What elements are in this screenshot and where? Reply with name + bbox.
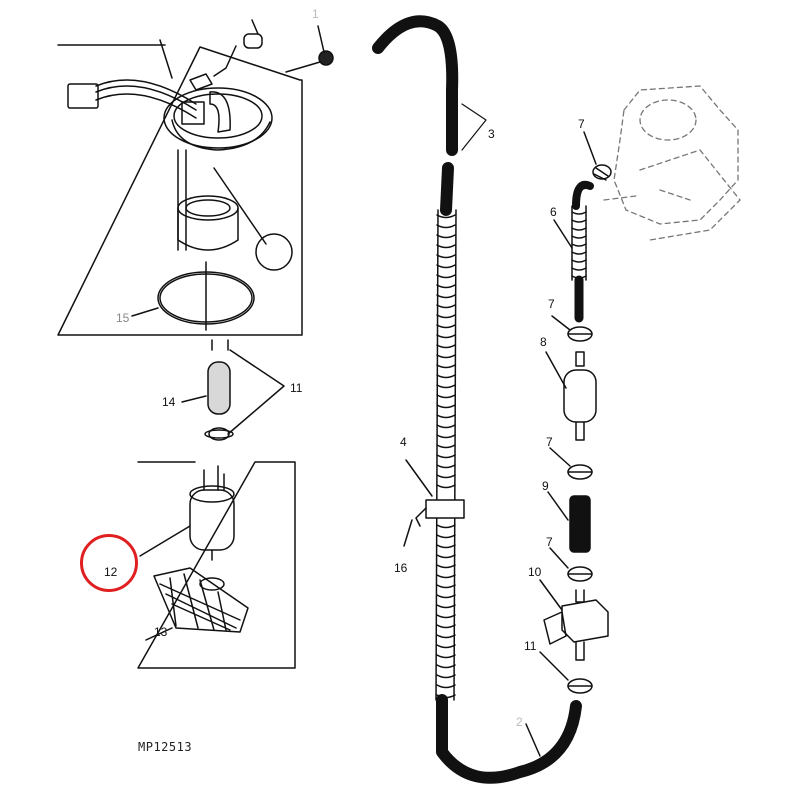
label-part-8: 8 (540, 335, 547, 349)
label-part-6: 6 (550, 205, 557, 219)
label-part-10: 10 (528, 565, 542, 579)
highlight-circle (80, 534, 138, 592)
label-part-7-top: 7 (578, 117, 585, 131)
label-part-7-upper: 7 (548, 297, 555, 311)
label-part-7-lower: 7 (546, 535, 553, 549)
label-part-4: 4 (400, 435, 407, 449)
pump-box (137, 461, 296, 669)
corrugated-conduit (403, 209, 465, 701)
label-part-15: 15 (116, 311, 130, 325)
label-part-16: 16 (394, 561, 408, 575)
label-part-2: 2 (516, 715, 523, 729)
fuel-sending-unit (67, 39, 293, 271)
label-part-11-left: 11 (290, 381, 303, 395)
pump-hose-assembly (181, 339, 285, 441)
figure-id: MP12513 (138, 740, 193, 754)
carburetor-line (525, 85, 741, 757)
label-part-7-mid: 7 (546, 435, 553, 449)
o-ring (131, 261, 255, 331)
top-fitting (213, 19, 334, 77)
label-part-11-right: 11 (524, 639, 537, 653)
label-part-14: 14 (162, 395, 176, 409)
label-part-13: 13 (154, 625, 168, 639)
label-part-3: 3 (488, 127, 495, 141)
label-part-9: 9 (542, 479, 549, 493)
fuel-hose-loop (372, 15, 582, 784)
sending-unit-box (57, 44, 303, 336)
label-part-1: 1 (312, 7, 319, 21)
